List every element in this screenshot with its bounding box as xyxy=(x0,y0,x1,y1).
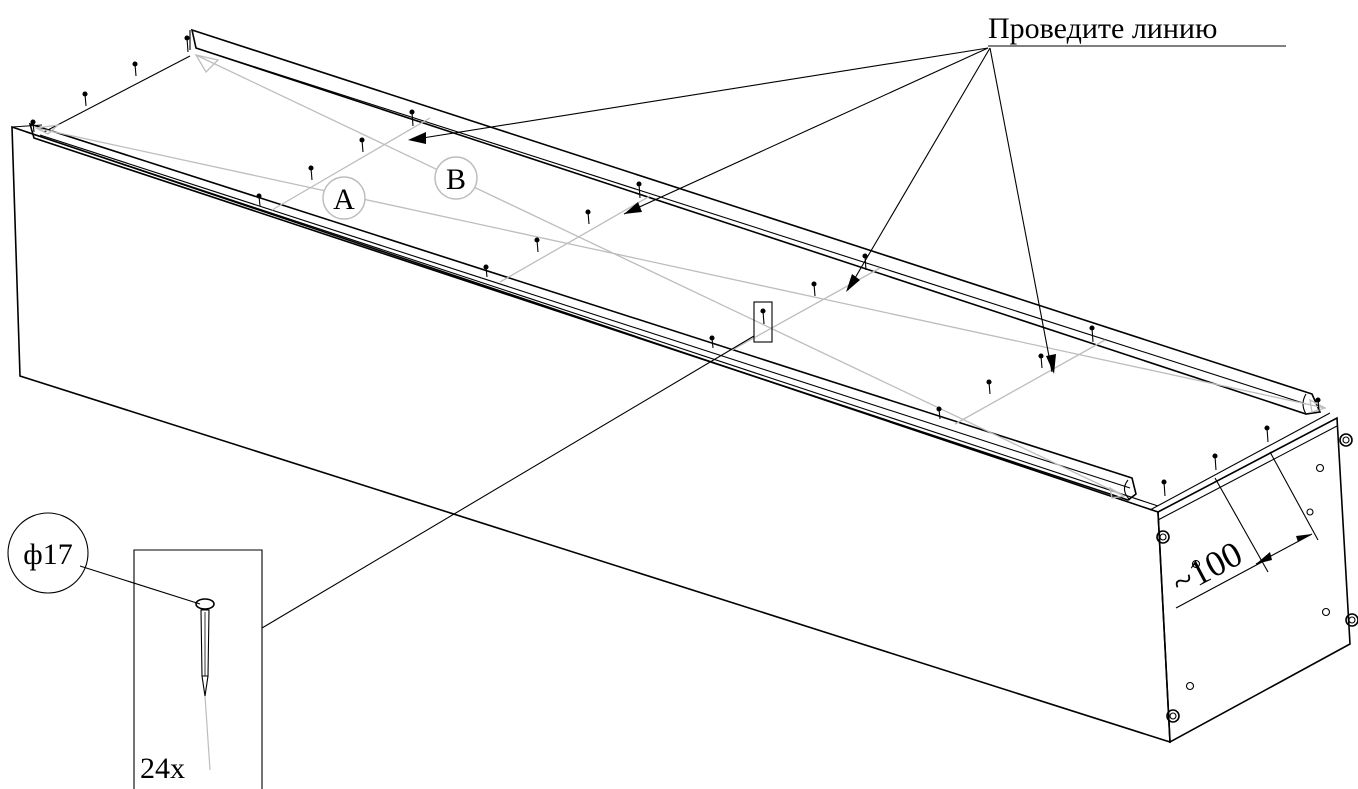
front-panel-lip-inner xyxy=(39,134,1131,489)
guide-diagonal-a xyxy=(35,127,1326,409)
dimension-arrowhead xyxy=(1256,552,1272,564)
nail-icon xyxy=(82,91,88,107)
cam-hole xyxy=(1191,559,1201,569)
nail-icon xyxy=(308,165,314,181)
nail-icon xyxy=(195,598,215,771)
end-panel-fittings xyxy=(1156,433,1358,723)
nail-icon xyxy=(30,119,36,133)
cam-hole xyxy=(1306,508,1314,516)
nail-icon xyxy=(986,379,992,395)
nail-icon xyxy=(1038,353,1044,369)
leader-arrowhead xyxy=(408,132,426,144)
cabinet-body xyxy=(11,28,1351,744)
nail-icon xyxy=(936,406,942,420)
detail-frame xyxy=(133,549,263,789)
end-panel xyxy=(1157,416,1351,744)
bolt-head-icon xyxy=(1156,530,1170,544)
point-b-marker: B xyxy=(434,156,478,200)
front-panel-left-edge xyxy=(11,124,43,128)
nail-icon xyxy=(1212,453,1218,471)
guide-arrowhead-right xyxy=(1109,486,1126,499)
nail-icon xyxy=(1089,325,1095,343)
cam-hole xyxy=(1315,463,1325,473)
top-left-edge xyxy=(43,55,191,133)
nail-icon xyxy=(585,209,591,225)
nail-icon xyxy=(184,35,190,53)
nail-icon xyxy=(359,137,365,153)
leader-4 xyxy=(989,47,1053,373)
mid-rail-end xyxy=(1123,479,1131,501)
end-panel-top xyxy=(1149,412,1331,511)
end-panel-thickness xyxy=(1157,425,1338,521)
guide-arrowhead-left xyxy=(194,54,220,74)
distance-label: ~100 xyxy=(1165,533,1249,603)
back-rail-end xyxy=(1302,393,1307,415)
dimension-extension-2 xyxy=(1269,451,1319,541)
leader-3 xyxy=(847,47,991,291)
guide-lines xyxy=(33,54,1327,499)
cam-hole xyxy=(1321,607,1331,617)
dimension-arrowhead xyxy=(1296,534,1312,542)
guide-cross-1 xyxy=(271,117,431,211)
dimension-extension-1 xyxy=(1214,477,1269,573)
guide-diagonal-b xyxy=(195,54,1125,497)
bolt-head-icon xyxy=(1339,433,1353,447)
back-rail xyxy=(190,28,1322,415)
distance-dimension: ~100 xyxy=(1165,451,1319,609)
back-rail-inner xyxy=(195,47,1307,405)
nail-icon xyxy=(483,264,489,278)
point-b-label: B xyxy=(446,163,466,196)
nail-icon xyxy=(534,237,540,253)
draw-line-label: Проведите линию xyxy=(988,12,1217,45)
detail-source-box xyxy=(753,301,773,343)
mid-rail xyxy=(28,122,1137,501)
nail-icon xyxy=(811,281,817,297)
point-a-marker: A xyxy=(322,176,366,220)
diameter-circle xyxy=(7,512,89,594)
leader-arrowhead xyxy=(846,274,860,292)
nail-icon xyxy=(1315,397,1321,411)
nail-icon xyxy=(1264,425,1270,443)
leader-1 xyxy=(409,47,989,141)
nail-icon xyxy=(760,308,766,325)
dimension-underline xyxy=(1175,561,1263,609)
nail-detail: ф17 24x xyxy=(7,301,773,789)
nail-icon xyxy=(132,61,138,77)
head-diameter-label: ф17 xyxy=(23,538,72,571)
nails xyxy=(30,35,1321,497)
point-a-label: A xyxy=(333,183,355,216)
nail-icon xyxy=(862,253,868,271)
leader-arrowhead xyxy=(1046,354,1056,374)
guide-cross-4 xyxy=(954,339,1106,425)
guide-cross-2 xyxy=(499,195,651,283)
cam-hole xyxy=(1185,681,1195,691)
front-panel-lip xyxy=(25,131,1159,507)
bolt-head-icon xyxy=(1166,709,1180,723)
nail-icon xyxy=(409,109,415,127)
nail-icon xyxy=(636,181,642,199)
detail-leader xyxy=(261,335,755,629)
nail-icon xyxy=(1161,479,1167,497)
leader-arrowhead xyxy=(624,202,642,214)
draw-line-callout: Проведите линию xyxy=(408,12,1286,374)
leader-2 xyxy=(623,47,989,215)
diameter-leader xyxy=(79,565,201,605)
nail-icon xyxy=(256,193,262,207)
nail-icon xyxy=(709,335,715,349)
bolt-head-icon xyxy=(1345,613,1358,627)
quantity-label: 24x xyxy=(140,752,185,785)
guide-arrowhead-left-2 xyxy=(33,124,61,135)
